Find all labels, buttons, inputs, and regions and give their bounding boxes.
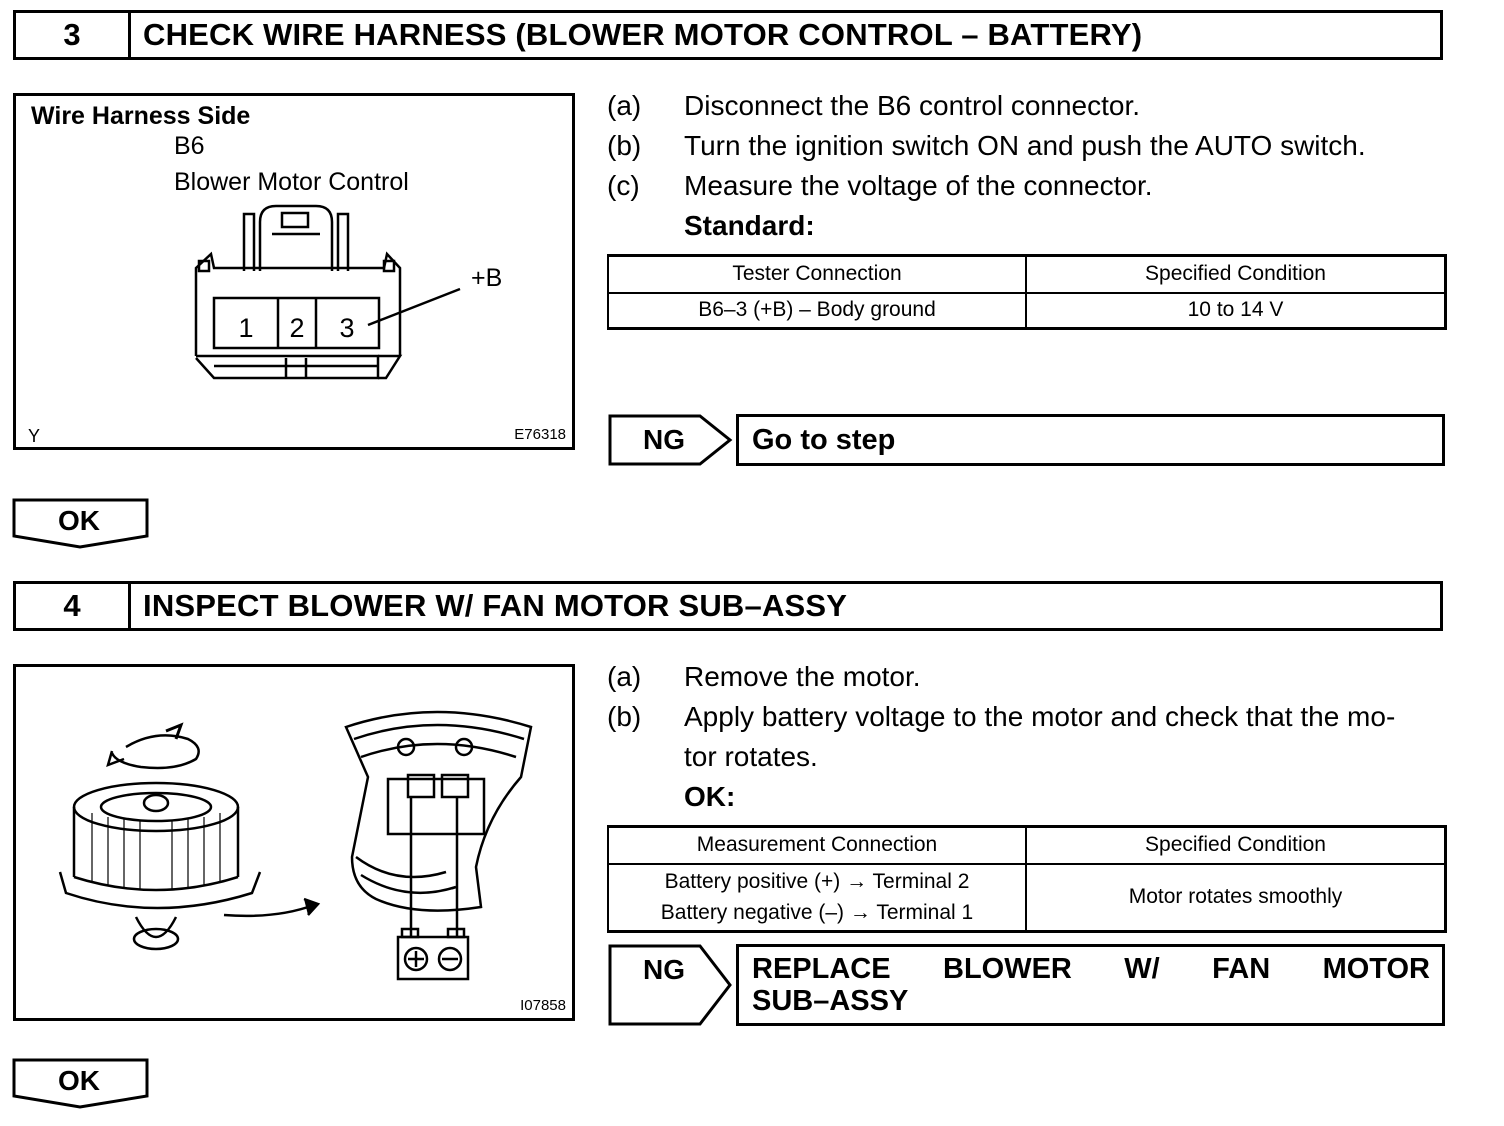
ng-action-word: MOTOR xyxy=(1322,953,1430,985)
step-letter: (a) xyxy=(607,661,642,692)
ng-label: NG xyxy=(643,424,685,455)
table-header: Specified Condition xyxy=(1025,825,1447,865)
step-text: Turn the ignition switch ON and push the… xyxy=(684,130,1366,161)
connector-id: B6 xyxy=(174,132,205,160)
ok-spec-label: OK: xyxy=(684,781,736,812)
table-header: Tester Connection xyxy=(607,254,1027,294)
figure-corner-letter: Y xyxy=(28,426,41,446)
step-text: tor rotates. xyxy=(684,741,818,772)
ng-action-line: SUB–ASSY xyxy=(752,985,909,1017)
step-text: Disconnect the B6 control connector. xyxy=(684,90,1141,121)
step-text: Remove the motor. xyxy=(684,661,921,692)
step-letter: (c) xyxy=(607,170,640,201)
terminal-2: 2 xyxy=(289,313,304,343)
connection-line: Battery negative (–) → Terminal 1 xyxy=(660,901,974,925)
ok-arrow xyxy=(12,1058,149,1109)
terminal-1: 1 xyxy=(238,313,253,343)
blower-motor-figure: I07858 xyxy=(13,664,575,1021)
connector-name: Blower Motor Control xyxy=(174,168,409,196)
ng-action-word: W/ xyxy=(1124,953,1160,985)
figure-code: I07858 xyxy=(520,997,566,1014)
step-number: 4 xyxy=(16,584,131,628)
spec-table: Tester Connection Specified Condition B6… xyxy=(607,254,1447,330)
ng-action-box: REPLACE BLOWER W/ FAN MOTOR SUB–ASSY xyxy=(736,944,1445,1026)
ng-action-word: FAN xyxy=(1212,953,1271,985)
ng-label: NG xyxy=(643,954,685,985)
step-title: INSPECT BLOWER W/ FAN MOTOR SUB–ASSY xyxy=(143,588,848,623)
terminal-3: 3 xyxy=(339,313,354,343)
step-4-header: 4 INSPECT BLOWER W/ FAN MOTOR SUB–ASSY xyxy=(13,581,1443,631)
ng-arrow xyxy=(608,414,733,466)
step-title: CHECK WIRE HARNESS (BLOWER MOTOR CONTROL… xyxy=(143,17,1143,52)
plus-b-callout: +B xyxy=(471,264,503,292)
ok-arrow xyxy=(12,498,149,549)
table-cell: Battery positive (+) → Terminal 2 Batter… xyxy=(607,862,1027,933)
ng-action-word: BLOWER xyxy=(943,953,1072,985)
ng-action-text: Go to step xyxy=(752,423,896,456)
blower-motor-drawing xyxy=(58,710,533,981)
ok-label: OK xyxy=(58,1065,100,1096)
step-text: Apply battery voltage to the motor and c… xyxy=(684,701,1396,732)
connector-drawing: 1 2 3 xyxy=(194,204,461,380)
wire-harness-figure: Wire Harness Side B6 Blower Motor Contro… xyxy=(13,93,575,450)
ng-action-box: Go to step xyxy=(736,414,1445,466)
table-cell: 10 to 14 V xyxy=(1025,291,1447,330)
step-number: 3 xyxy=(16,13,131,57)
step-letter: (a) xyxy=(607,90,642,121)
ng-arrow xyxy=(608,944,732,1026)
connection-line: Battery positive (+) → Terminal 2 xyxy=(664,870,970,894)
table-cell: B6–3 (+B) – Body ground xyxy=(607,291,1027,330)
table-header: Measurement Connection xyxy=(607,825,1027,865)
step-letter: (b) xyxy=(607,130,642,161)
ng-action-word: REPLACE xyxy=(752,953,891,985)
standard-label: Standard: xyxy=(684,210,815,241)
ok-label: OK xyxy=(58,505,100,536)
step-letter: (b) xyxy=(607,701,642,732)
ng-action-line: REPLACE BLOWER W/ FAN MOTOR xyxy=(752,953,1430,985)
spec-table: Measurement Connection Specified Conditi… xyxy=(607,825,1447,933)
step-text: Measure the voltage of the connector. xyxy=(684,170,1153,201)
figure-code: E76318 xyxy=(514,426,566,443)
table-header: Specified Condition xyxy=(1025,254,1447,294)
table-cell: Motor rotates smoothly xyxy=(1025,862,1447,933)
figure-heading: Wire Harness Side xyxy=(31,102,251,130)
step-3-header: 3 CHECK WIRE HARNESS (BLOWER MOTOR CONTR… xyxy=(13,10,1443,60)
